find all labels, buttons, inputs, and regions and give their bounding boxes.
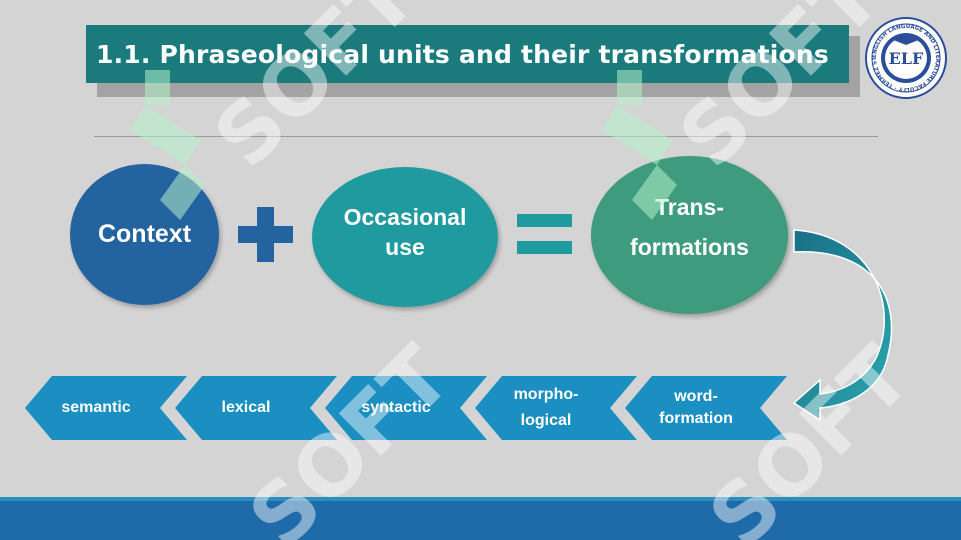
chevron-label-line1: morpho- <box>513 386 579 403</box>
chevron-word-formation: word- formation <box>625 376 787 440</box>
university-logo: ENGLISH LANGUAGE AND LITERATURE FACULTY … <box>865 17 947 99</box>
footer-accent-line <box>0 497 961 501</box>
title-bar: 1.1. Phraseological units and their tran… <box>86 25 849 83</box>
title-divider <box>94 136 878 137</box>
footer-bar <box>0 501 961 540</box>
transformations-circle: Trans- formations <box>591 156 788 314</box>
chevron-label-line2: logical <box>520 412 572 429</box>
chevron-label: lexical <box>221 399 271 416</box>
chevron-label: syntactic <box>361 399 431 416</box>
chevron-label-line2: formation <box>659 410 733 427</box>
chevron-label: semantic <box>61 399 131 416</box>
occasional-label-line2: use <box>385 234 425 260</box>
chevron-lexical: lexical <box>175 376 337 440</box>
transformations-label-line2: formations <box>630 234 749 260</box>
transformations-label-line1: Trans- <box>654 194 725 220</box>
chevron-label-line1: word- <box>674 388 718 405</box>
logo-monogram: ELF <box>889 49 924 68</box>
chevron-syntactic: syntactic <box>325 376 487 440</box>
context-label: Context <box>97 220 192 248</box>
chevron-semantic: semantic <box>25 376 187 440</box>
context-circle: Context <box>70 164 219 305</box>
chevron-morphological: morpho- logical <box>475 376 637 440</box>
occasional-label-line1: Occasional <box>343 204 467 230</box>
occasional-use-circle: Occasional use <box>312 167 498 307</box>
slide-title: 1.1. Phraseological units and their tran… <box>96 39 829 69</box>
curved-arrow-icon <box>792 229 893 422</box>
